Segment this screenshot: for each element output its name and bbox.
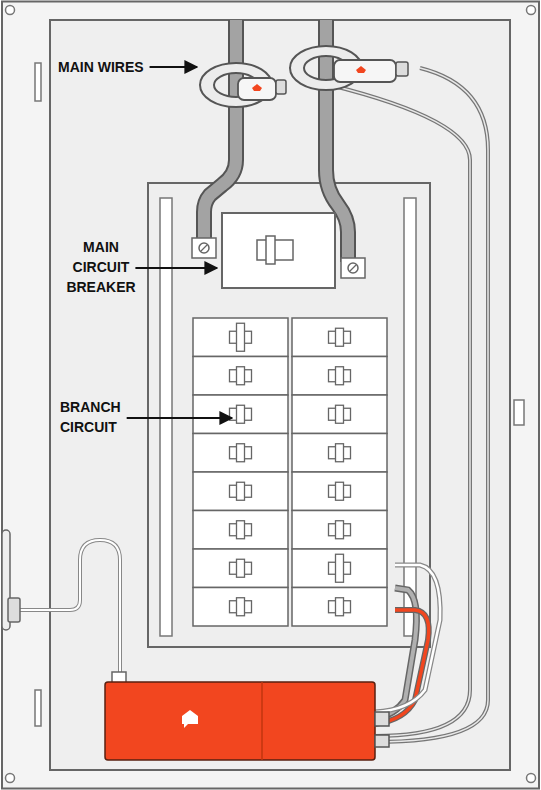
breaker-toggle bbox=[336, 444, 344, 462]
branch-breaker bbox=[292, 472, 387, 511]
monitor-device bbox=[105, 682, 375, 760]
branch-breaker bbox=[193, 357, 288, 396]
branch-breaker bbox=[292, 318, 387, 357]
branch-breaker bbox=[193, 472, 288, 511]
branch-breaker bbox=[193, 395, 288, 434]
breaker-toggle bbox=[336, 405, 344, 423]
branch-breaker bbox=[292, 549, 387, 588]
branch-breaker bbox=[292, 434, 387, 473]
breaker-toggle bbox=[237, 323, 245, 351]
branch-breaker bbox=[193, 434, 288, 473]
leader-arrow bbox=[127, 417, 232, 419]
breaker-toggle bbox=[336, 554, 344, 582]
current-clamp bbox=[290, 46, 408, 90]
breaker-toggle bbox=[237, 482, 245, 500]
breaker-toggle bbox=[237, 405, 245, 423]
breaker-toggle bbox=[237, 367, 245, 385]
branch-breaker bbox=[292, 588, 387, 627]
branch-breaker bbox=[193, 588, 288, 627]
branch-breaker bbox=[193, 549, 288, 588]
branch-breaker bbox=[193, 511, 288, 550]
breaker-box bbox=[148, 183, 430, 647]
breaker-toggle bbox=[336, 367, 344, 385]
branch-breaker bbox=[193, 318, 288, 357]
breaker-toggle bbox=[237, 559, 245, 577]
part-label: MAIN CIRCUIT BREAKER bbox=[58, 237, 144, 297]
breaker-toggle bbox=[336, 598, 344, 616]
part-label: BRANCH CIRCUIT bbox=[60, 397, 138, 437]
leader-arrow bbox=[150, 66, 197, 68]
branch-breaker bbox=[292, 395, 387, 434]
breaker-toggle bbox=[336, 482, 344, 500]
main-breaker bbox=[222, 213, 335, 288]
breaker-toggle bbox=[336, 328, 344, 346]
branch-breaker bbox=[292, 511, 387, 550]
device-logo bbox=[182, 710, 198, 728]
branch-breakers bbox=[193, 318, 387, 626]
breaker-toggle bbox=[237, 521, 245, 539]
branch-breaker bbox=[292, 357, 387, 396]
breaker-toggle bbox=[237, 598, 245, 616]
current-clamp bbox=[200, 63, 286, 107]
leader-arrow bbox=[135, 267, 217, 269]
breaker-toggle bbox=[237, 444, 245, 462]
part-label: MAIN WIRES bbox=[58, 57, 144, 77]
breaker-toggle bbox=[336, 521, 344, 539]
